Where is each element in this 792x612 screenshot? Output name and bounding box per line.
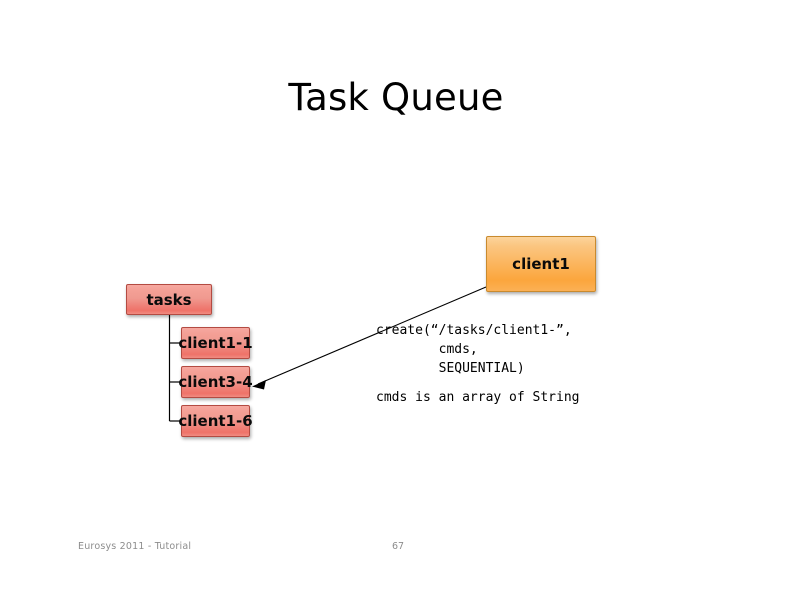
tree-node-label: client1-6 [178, 412, 253, 430]
tree-node-label: tasks [146, 290, 192, 309]
tree-node-label: client3-4 [178, 373, 253, 391]
footer-page-number: 67 [391, 541, 405, 552]
code-create-call: create(“/tasks/client1-”, cmds, SEQUENTI… [376, 323, 572, 376]
client-to-task-arrow-head [252, 380, 266, 390]
code-note-cmds: cmds is an array of String [376, 390, 580, 405]
page-title: Task Queue [288, 76, 504, 119]
tree-node-client1-6[interactable]: client1-6 [178, 405, 253, 437]
tree-node-client1-1[interactable]: client1-1 [178, 327, 253, 359]
footer-conference-label: Eurosys 2011 - Tutorial [78, 541, 192, 552]
client-node-client1[interactable]: client1 [486, 236, 596, 292]
tree-node-client3-4[interactable]: client3-4 [178, 366, 253, 398]
client-node-label: client1 [512, 255, 570, 273]
tree-node-tasks[interactable]: tasks [126, 284, 212, 315]
tree-node-label: client1-1 [178, 334, 253, 352]
